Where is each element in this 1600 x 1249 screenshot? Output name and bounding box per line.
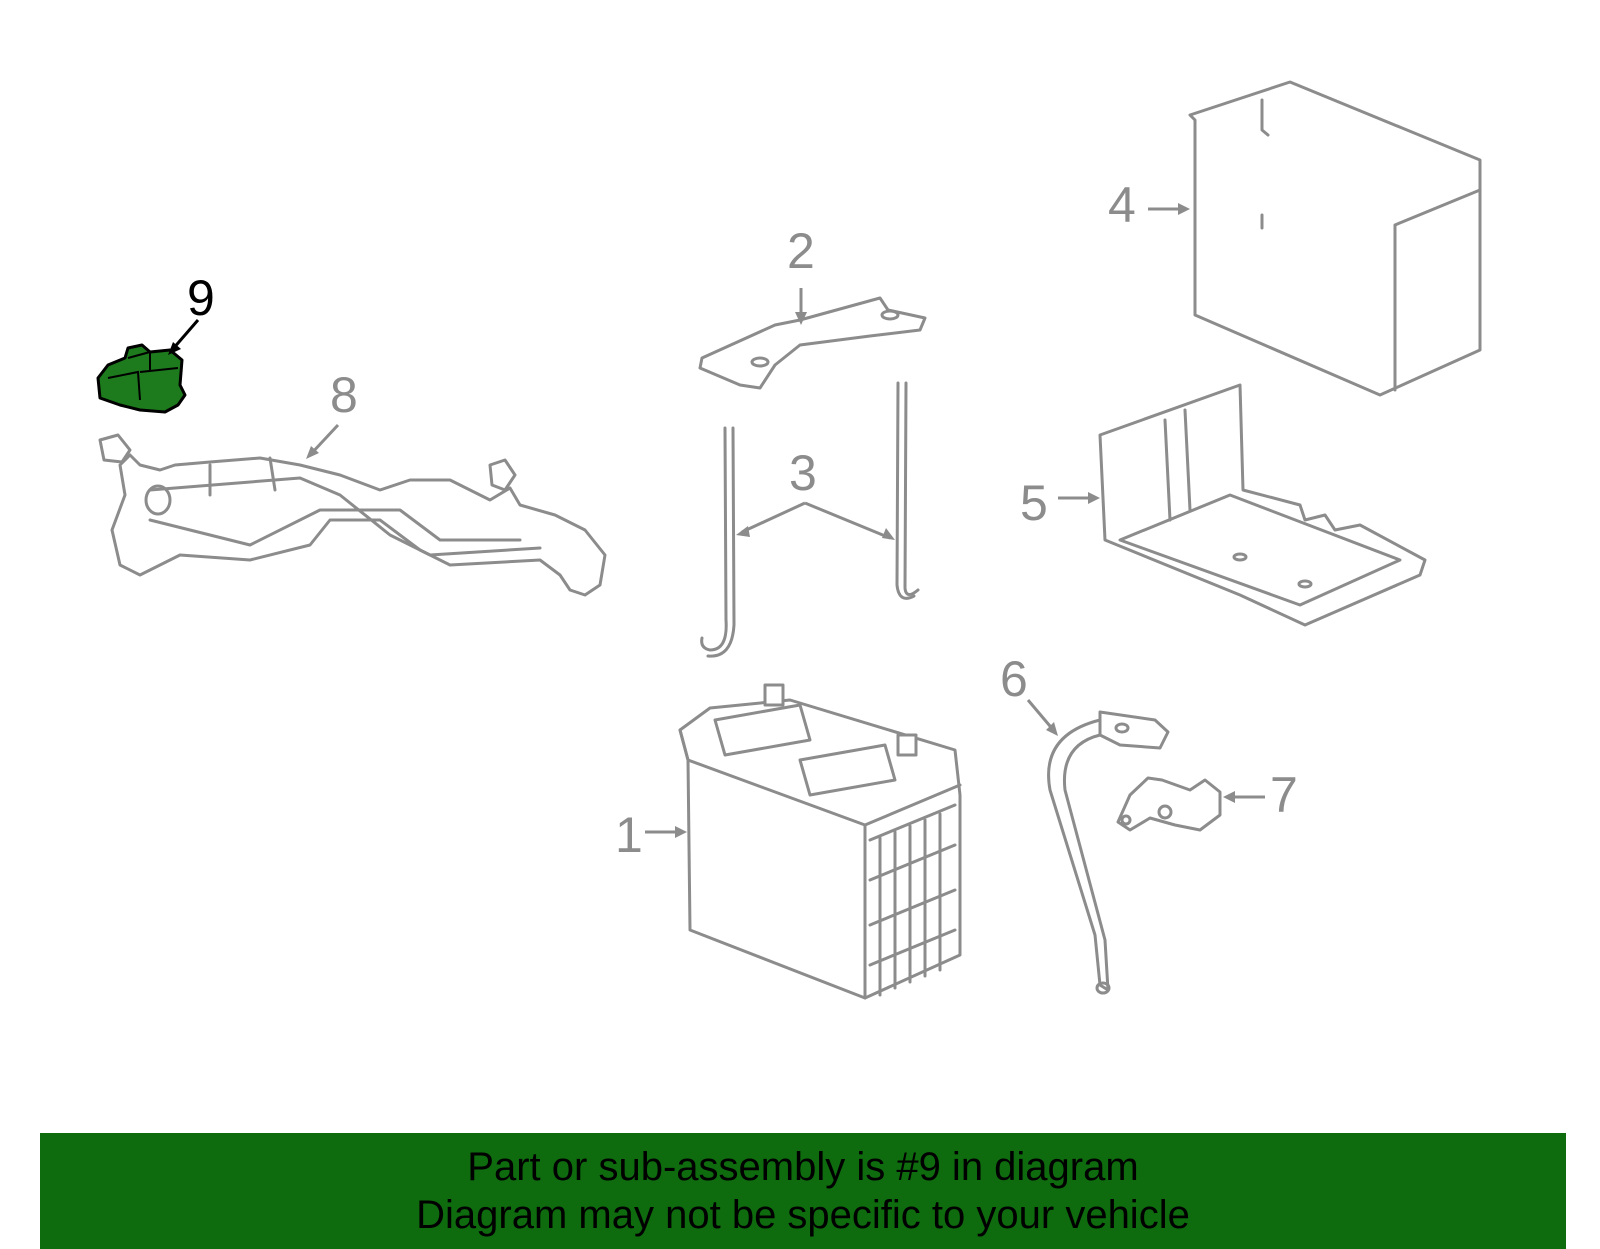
part-5-battery-tray[interactable] — [1098, 383, 1427, 627]
banner-line-1: Part or sub-assembly is #9 in diagram — [467, 1145, 1139, 1189]
part-2-hold-down-plate[interactable] — [698, 296, 927, 390]
leader-lines — [168, 203, 1265, 838]
callout-2[interactable]: 2 — [787, 223, 815, 279]
part-9-fuse-box[interactable] — [96, 343, 187, 414]
info-banner: Part or sub-assembly is #9 in diagram Di… — [40, 1133, 1566, 1249]
callout-6[interactable]: 6 — [1000, 651, 1028, 707]
callout-9[interactable]: 9 — [187, 270, 215, 326]
part-3-hold-down-rods[interactable] — [700, 381, 920, 658]
part-1-battery[interactable] — [678, 683, 962, 1000]
callout-3[interactable]: 3 — [789, 445, 817, 501]
callout-7[interactable]: 7 — [1270, 767, 1298, 823]
callout-1[interactable]: 1 — [615, 807, 643, 863]
part-6-negative-cable[interactable] — [1047, 710, 1170, 995]
callout-numbers: 1 2 3 4 5 6 7 8 9 — [187, 177, 1298, 863]
part-7-terminal-clamp[interactable] — [1116, 776, 1222, 832]
banner-line-2: Diagram may not be specific to your vehi… — [416, 1193, 1190, 1237]
callout-4[interactable]: 4 — [1108, 177, 1136, 233]
part-4-cover-box[interactable] — [1188, 80, 1482, 397]
part-8-positive-cable-harness[interactable] — [98, 433, 607, 597]
callout-8[interactable]: 8 — [330, 367, 358, 423]
callout-5[interactable]: 5 — [1020, 475, 1048, 531]
